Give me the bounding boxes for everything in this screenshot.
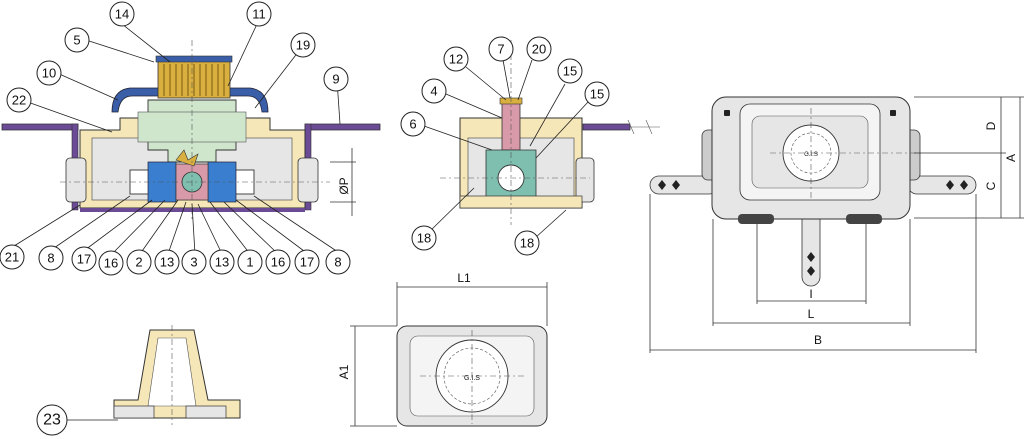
svg-text:1: 1 <box>246 255 253 270</box>
svg-text:18: 18 <box>520 236 534 251</box>
left-cross-section: ØP <box>1 40 381 220</box>
callout-12: 12 <box>443 46 469 72</box>
part-23-base-right <box>185 405 227 419</box>
middle-leaders <box>423 59 589 239</box>
part-23-base-left <box>113 405 155 419</box>
callout-16-left: 16 <box>98 250 124 276</box>
left-leaders <box>13 23 341 255</box>
bottom-top-view: G.I.S L1 A1 <box>337 271 548 427</box>
callout-8-left: 8 <box>38 245 64 271</box>
callout-16-right: 16 <box>265 249 291 275</box>
dim-a-label: A <box>1004 154 1018 162</box>
svg-text:13: 13 <box>215 255 229 270</box>
callout-22: 22 <box>6 87 32 113</box>
dim-p-label: ØP <box>337 177 351 194</box>
callout-15-b: 15 <box>584 81 610 107</box>
svg-text:21: 21 <box>5 250 19 265</box>
svg-text:20: 20 <box>532 42 546 57</box>
callout-21: 21 <box>0 244 25 270</box>
small-dial-text: G.I.S <box>464 375 480 382</box>
right-top-view: G.I.S D C A I L B <box>649 96 1024 353</box>
dim-i-label: I <box>809 287 812 301</box>
callout-17-right: 17 <box>294 249 320 275</box>
callout-17-left: 17 <box>71 246 97 272</box>
svg-text:15: 15 <box>563 64 577 79</box>
svg-text:15: 15 <box>590 87 604 102</box>
svg-text:17: 17 <box>77 252 91 267</box>
svg-text:3: 3 <box>190 255 197 270</box>
svg-text:9: 9 <box>332 72 339 87</box>
svg-text:5: 5 <box>73 33 80 48</box>
callout-13-a: 13 <box>154 249 180 275</box>
dim-b-label: B <box>814 333 822 347</box>
svg-text:8: 8 <box>334 255 341 270</box>
svg-text:11: 11 <box>252 7 266 22</box>
callout-14: 14 <box>109 1 135 27</box>
svg-text:6: 6 <box>409 117 416 132</box>
svg-text:13: 13 <box>160 255 174 270</box>
svg-text:10: 10 <box>42 66 56 81</box>
middle-bracket <box>582 123 631 131</box>
svg-text:16: 16 <box>271 255 285 270</box>
callout-10: 10 <box>36 60 62 86</box>
callout-19: 19 <box>290 32 316 58</box>
callout-5: 5 <box>64 27 90 53</box>
svg-text:7: 7 <box>497 42 504 57</box>
foot-right <box>846 214 882 224</box>
callout-18-b: 18 <box>514 230 540 256</box>
dim-l1-label: L1 <box>457 271 471 285</box>
callout-18-a: 18 <box>411 225 437 251</box>
svg-text:14: 14 <box>115 7 129 22</box>
knob-ribs <box>163 64 225 96</box>
svg-text:16: 16 <box>104 256 118 271</box>
callout-7: 7 <box>488 36 514 62</box>
callout-1: 1 <box>237 249 263 275</box>
callout-2: 2 <box>126 249 152 275</box>
right-flange <box>297 157 319 203</box>
svg-text:12: 12 <box>449 52 463 67</box>
callout-9: 9 <box>323 66 349 92</box>
svg-text:8: 8 <box>47 251 54 266</box>
svg-text:4: 4 <box>430 84 437 99</box>
dim-d-label: D <box>984 121 998 130</box>
svg-text:23: 23 <box>43 412 61 429</box>
svg-text:2: 2 <box>135 255 142 270</box>
dim-l-label: L <box>808 307 815 321</box>
middle-side-flange <box>575 157 595 203</box>
svg-text:17: 17 <box>300 255 314 270</box>
knob-top <box>155 55 233 63</box>
part-23-view <box>66 325 241 425</box>
callout-3: 3 <box>181 249 207 275</box>
left-flange <box>65 157 87 203</box>
callout-23: 23 <box>36 404 68 436</box>
callout-6: 6 <box>400 111 426 137</box>
dim-c-label: C <box>984 181 998 190</box>
callout-8-right: 8 <box>325 249 351 275</box>
middle-base <box>459 195 583 209</box>
callout-20: 20 <box>526 36 552 62</box>
svg-text:22: 22 <box>12 93 26 108</box>
arm-holes <box>658 180 968 276</box>
foot-left <box>738 214 774 224</box>
valve-stem-star <box>175 149 199 167</box>
svg-text:19: 19 <box>296 38 310 53</box>
dim-a1-label: A1 <box>337 364 351 379</box>
svg-text:18: 18 <box>417 231 431 246</box>
callout-4: 4 <box>421 78 447 104</box>
corner-screws <box>724 110 896 116</box>
callout-11: 11 <box>246 1 272 27</box>
callout-13-b: 13 <box>209 249 235 275</box>
middle-side-section <box>440 40 660 225</box>
callout-15-a: 15 <box>557 58 583 84</box>
